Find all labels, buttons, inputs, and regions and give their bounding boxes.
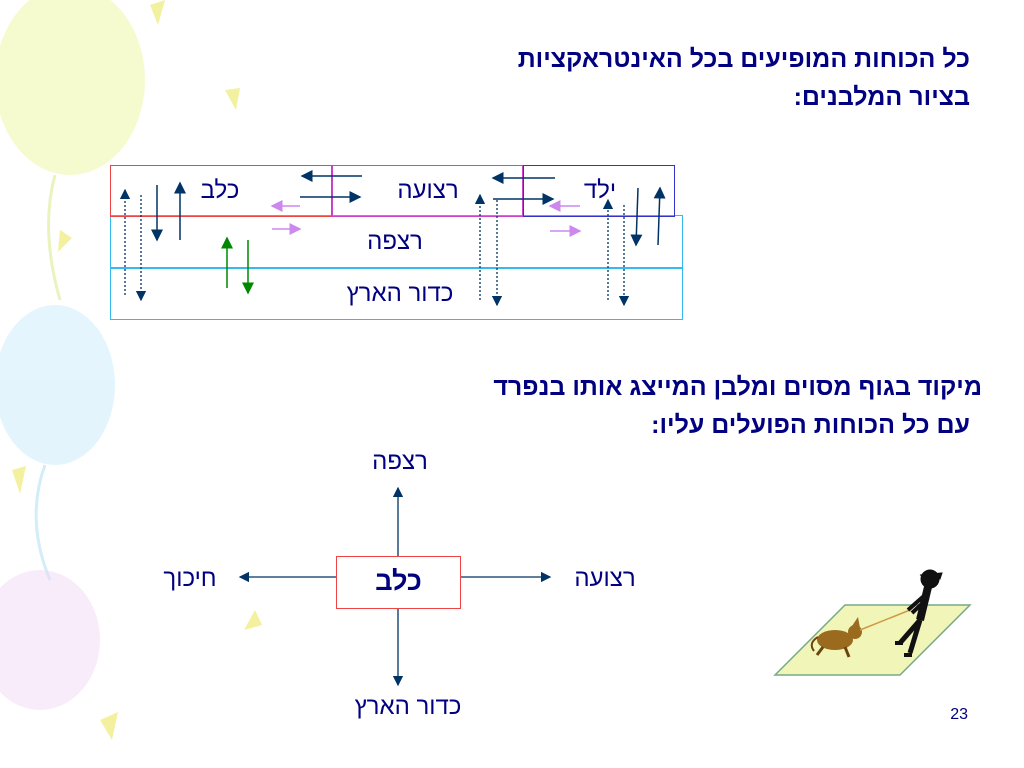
- balloon-pink: [0, 570, 100, 710]
- left-force-label: חיכוך: [163, 565, 217, 592]
- confetti: [12, 0, 262, 740]
- floor-label: רצפה: [367, 228, 423, 255]
- child-rect: [523, 165, 675, 217]
- balloon-yellow: [0, 0, 145, 301]
- dog-rect: [110, 165, 332, 217]
- rope-rect: [332, 165, 523, 217]
- heading-2-line-1: מיקוד בגוף מסוים ומלבן המייצג אותו בנפרד: [493, 373, 982, 401]
- page-number: 23: [950, 706, 968, 723]
- heading-1-line-1: כל הכוחות המופיעים בכל האינטראקציות: [517, 45, 970, 73]
- heading-2: מיקוד בגוף מסוים ומלבן המייצג אותו בנפרד…: [340, 368, 982, 444]
- earth-rect: [110, 267, 683, 320]
- heading-2-line-2: עם כל הכוחות הפועלים עליו:: [651, 411, 970, 439]
- dog-figure: [810, 617, 862, 658]
- earth-label: כדור הארץ: [346, 280, 454, 307]
- child-dog-illustration: [773, 569, 972, 676]
- heading-1-line-2: בציור המלבנים:: [793, 83, 970, 111]
- child-on-floor-arrow: [630, 187, 643, 247]
- floor-rect: [110, 215, 683, 269]
- balloon-blue: [0, 305, 115, 581]
- dog-body-label: כלב: [375, 566, 422, 596]
- right-force-label: רצועה: [574, 565, 636, 592]
- child-figure: [895, 569, 943, 657]
- down-force-label: כדור הארץ: [354, 693, 462, 720]
- rope-label: רצועה: [397, 177, 459, 204]
- dog-label: כלב: [200, 177, 240, 204]
- floor-on-child-arrow: [653, 186, 666, 246]
- up-force-label: רצפה: [372, 448, 428, 475]
- ground-patch: [773, 604, 972, 676]
- leash: [859, 609, 911, 631]
- dog-body-box: [336, 556, 461, 609]
- heading-1: כל הכוחות המופיעים בכל האינטראקציות בציו…: [380, 40, 970, 116]
